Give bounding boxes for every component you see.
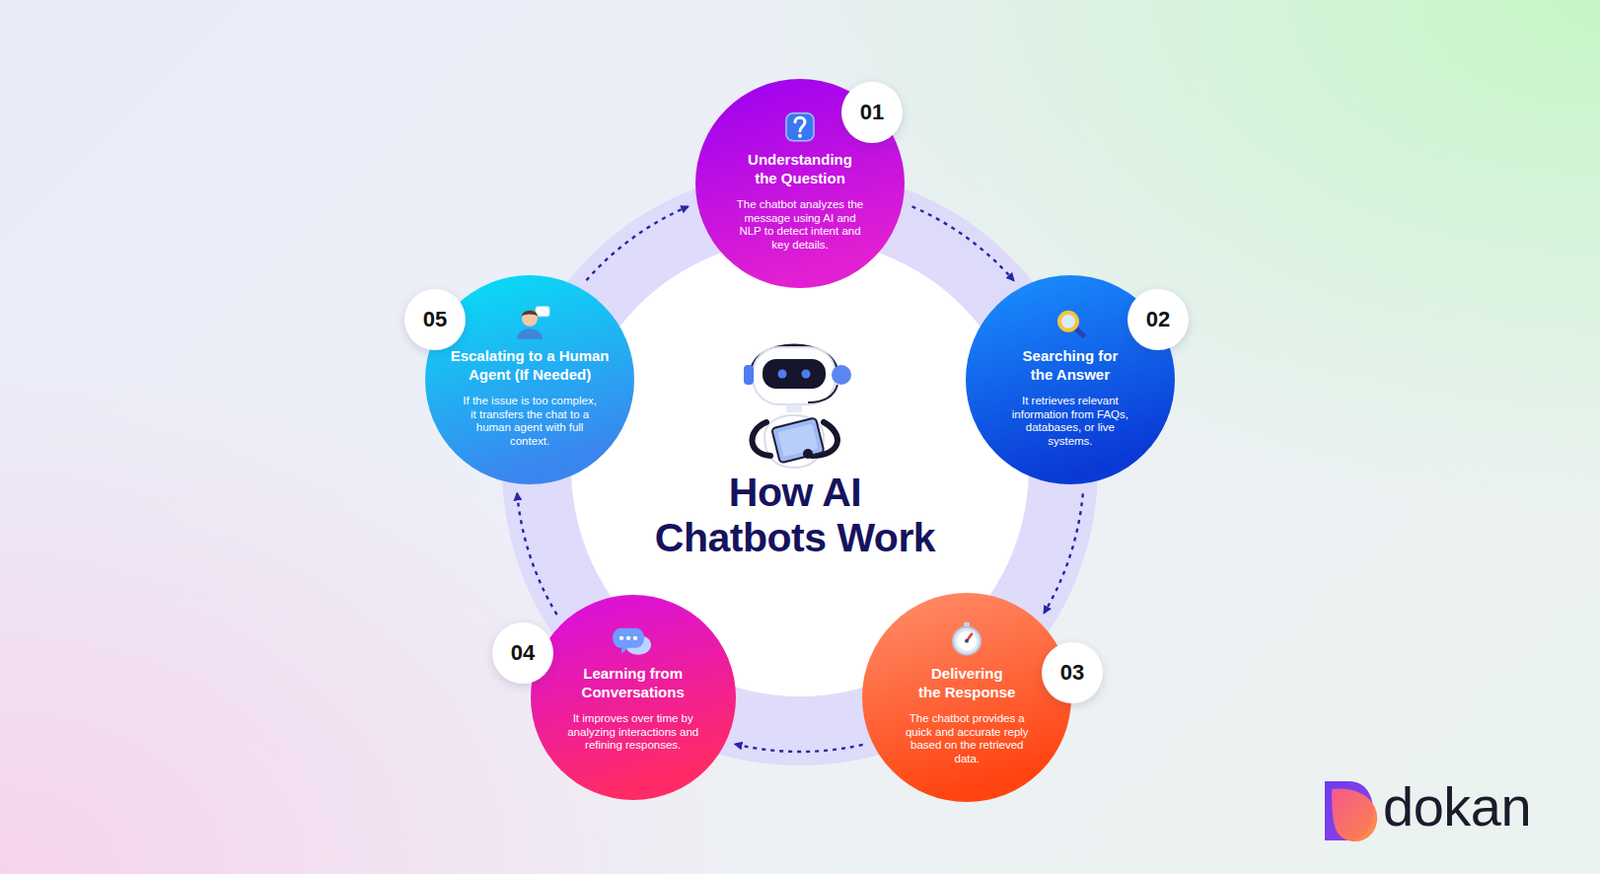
text-stack: Delivering the ResponseThe chatbot provi… bbox=[862, 663, 1072, 766]
callout-number: 01 bbox=[860, 99, 884, 126]
art-g bbox=[1059, 312, 1084, 336]
step-icon bbox=[612, 628, 652, 655]
step-icon bbox=[1059, 312, 1084, 336]
text-stack: Searching for the Answer It retrieves rel… bbox=[965, 346, 1175, 448]
art-g bbox=[952, 622, 981, 655]
step-icon bbox=[952, 622, 981, 655]
callout-badge: 03 bbox=[1041, 642, 1103, 704]
brand-mark bbox=[1324, 781, 1378, 842]
step-heading: Delivering the Response bbox=[892, 663, 1041, 702]
art-circle bbox=[633, 636, 638, 641]
robot-illustration bbox=[743, 345, 852, 468]
art-rect bbox=[752, 347, 836, 405]
art-circle bbox=[619, 636, 624, 641]
art-circle bbox=[831, 364, 852, 385]
art-line bbox=[1075, 328, 1084, 336]
flow-arrow bbox=[734, 743, 863, 752]
step-icon bbox=[786, 113, 814, 142]
art-path bbox=[795, 117, 805, 132]
circle-fill bbox=[530, 594, 736, 800]
art-circle bbox=[964, 639, 969, 644]
callout-badge: 05 bbox=[404, 289, 466, 351]
callout-number: 04 bbox=[510, 640, 535, 666]
art-rect bbox=[743, 364, 754, 385]
art-circle bbox=[521, 310, 538, 327]
step-description: The chatbot analyzes the message using A… bbox=[731, 198, 869, 252]
step-heading: Understanding the Question bbox=[726, 149, 874, 188]
flow-arrow bbox=[1043, 493, 1083, 613]
text-stack: Learning from Conversations It improves o… bbox=[530, 663, 736, 753]
flow-arrow bbox=[516, 493, 557, 615]
art-rect bbox=[762, 359, 826, 389]
step-description: If the issue is too complex, it transfer… bbox=[461, 394, 598, 448]
flow-arrow bbox=[585, 206, 688, 281]
step-circle: Delivering the ResponseThe chatbot provi… bbox=[862, 592, 1072, 802]
art-circle bbox=[626, 636, 631, 641]
art-circle bbox=[956, 631, 977, 652]
diagram-title: How AI Chatbots Work bbox=[627, 469, 963, 561]
step-icon bbox=[516, 306, 550, 340]
art-path bbox=[516, 328, 543, 340]
art-circle bbox=[802, 448, 813, 459]
callout-number: 05 bbox=[423, 306, 447, 333]
art-circle bbox=[801, 369, 811, 379]
art-path bbox=[521, 310, 538, 317]
step-circle: Learning from Conversations It improves o… bbox=[530, 594, 736, 800]
art-circle bbox=[778, 369, 788, 379]
step-description: It retrieves relevant information from F… bbox=[1002, 394, 1139, 448]
step-heading: Learning from Conversations bbox=[559, 663, 708, 702]
art-rect bbox=[535, 306, 550, 317]
step-description: The chatbot provides a quick and accurat… bbox=[898, 712, 1035, 766]
text-stack: Understanding the QuestionThe chatbot an… bbox=[695, 149, 905, 252]
art-path bbox=[612, 628, 645, 655]
art-circle bbox=[952, 627, 981, 655]
art-rect bbox=[786, 404, 802, 413]
art-g bbox=[771, 417, 824, 463]
art-path bbox=[807, 384, 838, 403]
callout-badge: 02 bbox=[1127, 289, 1189, 351]
text-stack: Escalating to a Human Agent (If Needed) I… bbox=[425, 346, 635, 448]
art-rect bbox=[771, 417, 824, 463]
art-circle bbox=[1059, 312, 1078, 331]
circle-fill bbox=[695, 78, 905, 289]
art-path bbox=[764, 415, 824, 468]
art-rect bbox=[786, 113, 814, 142]
art-g bbox=[612, 628, 652, 655]
art-path bbox=[1331, 788, 1378, 842]
flow-arrow bbox=[912, 206, 1015, 281]
callout-badge: 01 bbox=[841, 81, 903, 144]
step-heading: Searching for the Answer bbox=[996, 346, 1145, 384]
step-heading: Escalating to a Human Agent (If Needed) bbox=[439, 346, 620, 384]
callout-number: 03 bbox=[1060, 659, 1085, 686]
art-path bbox=[751, 422, 771, 456]
callout-badge: 04 bbox=[492, 622, 554, 684]
art-circle bbox=[798, 134, 802, 139]
art-g bbox=[786, 113, 814, 142]
art-g bbox=[516, 306, 550, 340]
callout-number: 02 bbox=[1146, 306, 1170, 333]
step-description: It improves over time by analyzing inter… bbox=[565, 712, 702, 753]
brand-wordmark: dokan bbox=[1382, 775, 1531, 839]
circle-fill bbox=[862, 592, 1072, 802]
